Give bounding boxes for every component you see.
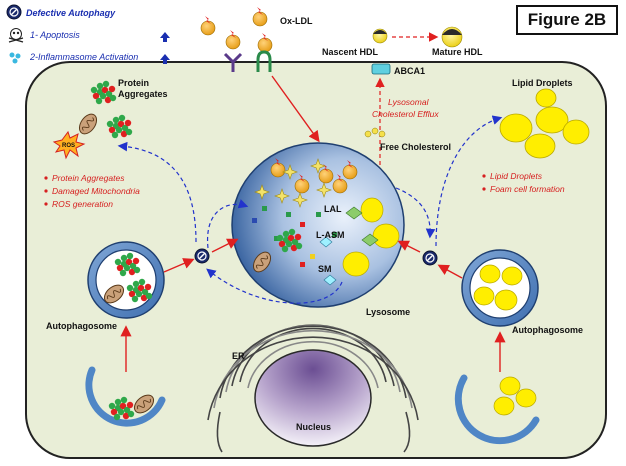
ros-label: ROS xyxy=(62,143,75,149)
ldl-receptor-sr xyxy=(256,50,272,72)
left-autophagosome xyxy=(87,241,165,319)
uptake-arrow xyxy=(271,75,320,143)
left-inhibition-to-lysosome-arrow xyxy=(211,238,239,253)
right-inhibition-to-lysosome-arrow xyxy=(397,240,421,253)
nascent-hdl-label: Nascent HDL xyxy=(322,47,379,57)
right-upper-dashed-arrow xyxy=(435,115,503,247)
left-autophagosome-label: Autophagosome xyxy=(46,321,117,331)
lipid-droplets-label: Lipid Droplets xyxy=(512,78,573,88)
skull-icon xyxy=(8,28,24,43)
ox-ldl-particles xyxy=(200,6,273,53)
ldl-receptor-cd36 xyxy=(223,52,243,72)
left-inhibition-icon xyxy=(194,248,210,264)
ros-burst-icon xyxy=(52,130,86,160)
left-bullet-1: Protein Aggregates xyxy=(52,173,125,183)
right-mid-dashed-arrow xyxy=(395,187,436,239)
endoplasmic-reticulum xyxy=(207,324,419,453)
abca1-label: ABCA1 xyxy=(394,66,425,76)
apoptosis-up-arrow-icon xyxy=(160,32,170,42)
lal-label: LAL xyxy=(324,204,342,214)
bottom-dashed-arrow xyxy=(206,268,343,304)
inflammasome-up-arrow-icon xyxy=(160,54,170,64)
right-autophagosome xyxy=(461,249,539,327)
sm-label: SM xyxy=(318,264,332,274)
cytosolic-lipid-droplets xyxy=(499,88,590,159)
left-bullet-list: Protein Aggregates Damaged Mitochondria … xyxy=(44,173,140,209)
right-to-inhibition-arrow xyxy=(437,264,463,279)
inflammasome-icon xyxy=(9,52,21,64)
right-bullet-list: Lipid Droplets Foam cell formation xyxy=(482,171,565,194)
left-to-inhibition-arrow xyxy=(163,258,195,273)
lysosome-lipid-droplets xyxy=(342,197,400,277)
left-upper-dashed-arrow xyxy=(117,141,197,243)
right-bullet-1: Lipid Droplets xyxy=(490,171,543,181)
nucleus-label: Nucleus xyxy=(296,422,331,432)
free-cholesterol-icon xyxy=(364,127,386,138)
left-bullet-3: ROS generation xyxy=(52,199,113,209)
right-bullet-2: Foam cell formation xyxy=(490,184,565,194)
protein-aggregates-label-2: Aggregates xyxy=(118,89,168,99)
legend-defective-label: Defective Autophagy xyxy=(26,8,116,18)
free-cholesterol-label: Free Cholesterol xyxy=(380,142,451,152)
legend-apoptosis-label: 1- Apoptosis xyxy=(30,30,80,40)
lysosome-debris xyxy=(252,206,337,267)
right-inhibition-icon xyxy=(422,250,438,266)
left-phagophore xyxy=(85,366,166,427)
figure-label: Figure 2B xyxy=(516,5,618,35)
lasm-label: L-ASM xyxy=(316,230,345,240)
defective-autophagy-icon xyxy=(6,4,22,20)
er-label: ER xyxy=(232,351,245,361)
abca1-transporter xyxy=(371,63,391,75)
protein-aggregates-label-1: Protein xyxy=(118,78,149,88)
legend-inflammasome-label: 2-Inflammasome Activation xyxy=(29,52,138,62)
left-mid-dashed-arrow xyxy=(207,199,249,249)
efflux-label-2: Cholesterol Efflux xyxy=(372,109,439,119)
ox-ldl-label: Ox-LDL xyxy=(280,16,313,26)
lysosome-enzymes xyxy=(319,206,379,286)
left-bullet-2: Damaged Mitochondria xyxy=(52,186,140,196)
nucleus xyxy=(254,349,372,447)
right-autophagosome-label: Autophagosome xyxy=(512,325,583,335)
lysosome-label: Lysosome xyxy=(366,307,410,317)
nascent-hdl-icon xyxy=(372,28,388,44)
mature-hdl-icon xyxy=(441,26,463,48)
mature-hdl-label: Mature HDL xyxy=(432,47,483,57)
right-phagophore xyxy=(454,374,540,445)
efflux-label-1: Lysosomal xyxy=(388,97,430,107)
